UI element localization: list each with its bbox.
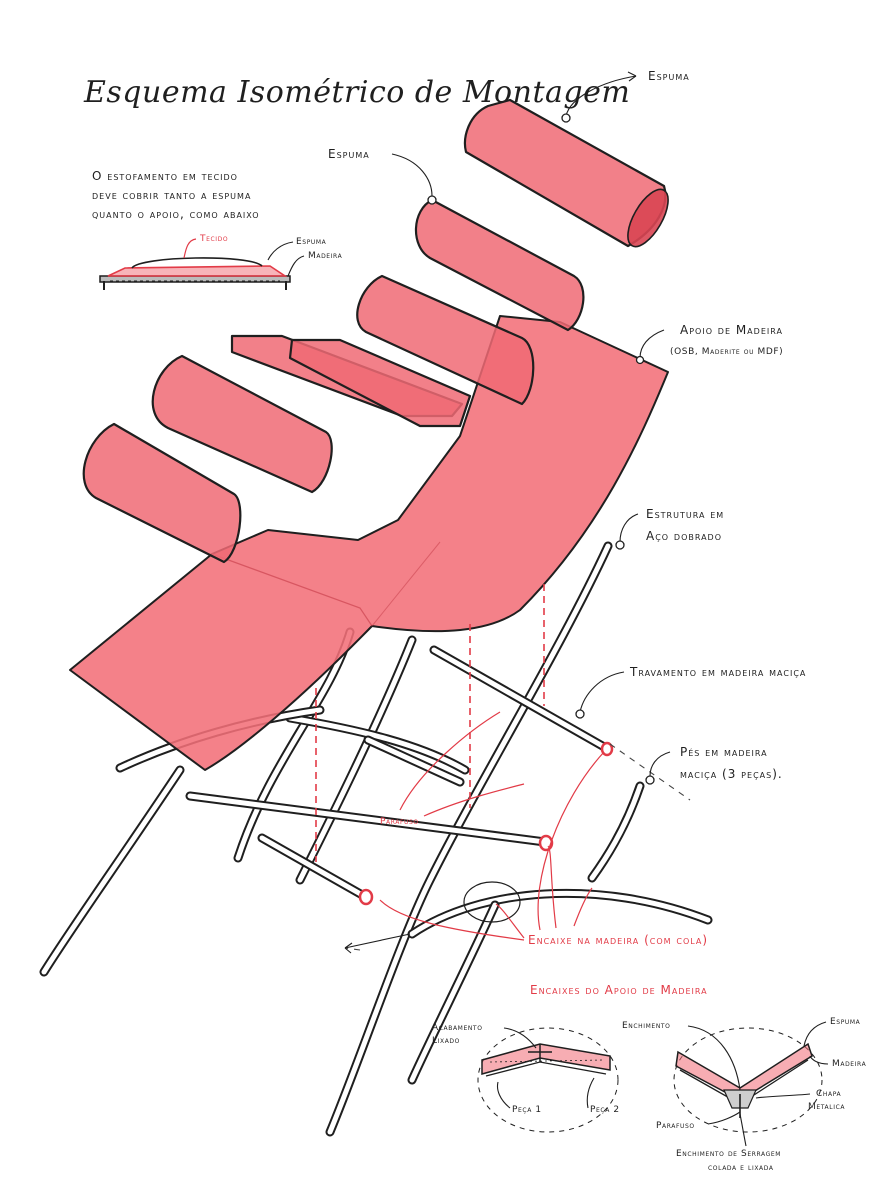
- detail-title: Encaixes do Apoio de Madeira: [530, 983, 708, 997]
- joint-detail-left: [477, 1027, 619, 1133]
- serragem-label-1: Enchimento de Serragem: [676, 1149, 781, 1159]
- note-line-2: deve cobrir tanto a espuma: [92, 188, 251, 202]
- joint-detail-right: [673, 1027, 823, 1133]
- pes-label-1: Pés em madeira: [680, 745, 768, 759]
- madeira-detail-label: Madeira: [832, 1059, 867, 1069]
- foam-pads: [82, 98, 669, 564]
- axis-lines: [344, 743, 691, 954]
- peca1-label: Peça 1: [512, 1105, 542, 1115]
- enchimento-label: Enchimento: [622, 1021, 671, 1031]
- travamento-label: Travamento em madeira maciça: [629, 665, 806, 679]
- apoio-label: Apoio de Madeira: [680, 323, 783, 337]
- chapa-label-1: Chapa: [816, 1089, 842, 1099]
- espuma-mini-label: Espuma: [296, 237, 327, 247]
- apoio-sub-label: (OSB, Maderite ou MDF): [670, 347, 783, 357]
- acabamento-label-1: Acabamento: [432, 1023, 483, 1033]
- serragem-label-2: colada e lixada: [708, 1163, 774, 1173]
- note-line-1: O estofamento em tecido: [92, 169, 238, 183]
- note-line-3: quanto o apoio, como abaixo: [92, 207, 260, 221]
- diagram-title: Esquema Isométrico de Montagem: [83, 75, 630, 110]
- callouts: Espuma Espuma Apoio de Madeira (OSB, Mad…: [328, 69, 806, 947]
- acabamento-label-2: Lixado: [432, 1036, 460, 1046]
- upholstery-note: O estofamento em tecido deve cobrir tant…: [92, 169, 343, 290]
- estrutura-label-1: Estrutura em: [646, 507, 724, 521]
- peca2-label: Peça 2: [590, 1105, 620, 1115]
- madeira-mini-label: Madeira: [308, 251, 343, 261]
- fabric-section-sketch: [99, 257, 291, 290]
- chapa-label-2: Metalica: [808, 1102, 845, 1112]
- pes-label-2: maciça (3 peças).: [680, 767, 783, 781]
- estrutura-label-2: Aço dobrado: [646, 529, 722, 543]
- espuma-detail-label: Espuma: [830, 1017, 861, 1027]
- espuma-top-label: Espuma: [648, 69, 690, 83]
- tecido-label: Tecido: [199, 234, 228, 244]
- wooden-support-board: [69, 315, 669, 771]
- wooden-feet: [407, 781, 713, 1085]
- joint-details: Encaixes do Apoio de Madeira Acabamento …: [432, 983, 867, 1173]
- parafuso-label: Parafuso: [380, 817, 419, 827]
- encaixe-label: Encaixe na madeira (com cola): [528, 933, 708, 947]
- screw-guides: [315, 584, 545, 862]
- wooden-crossbars: [185, 645, 614, 906]
- parafuso-detail-label: Parafuso: [656, 1121, 695, 1131]
- espuma-mid-label: Espuma: [328, 147, 370, 161]
